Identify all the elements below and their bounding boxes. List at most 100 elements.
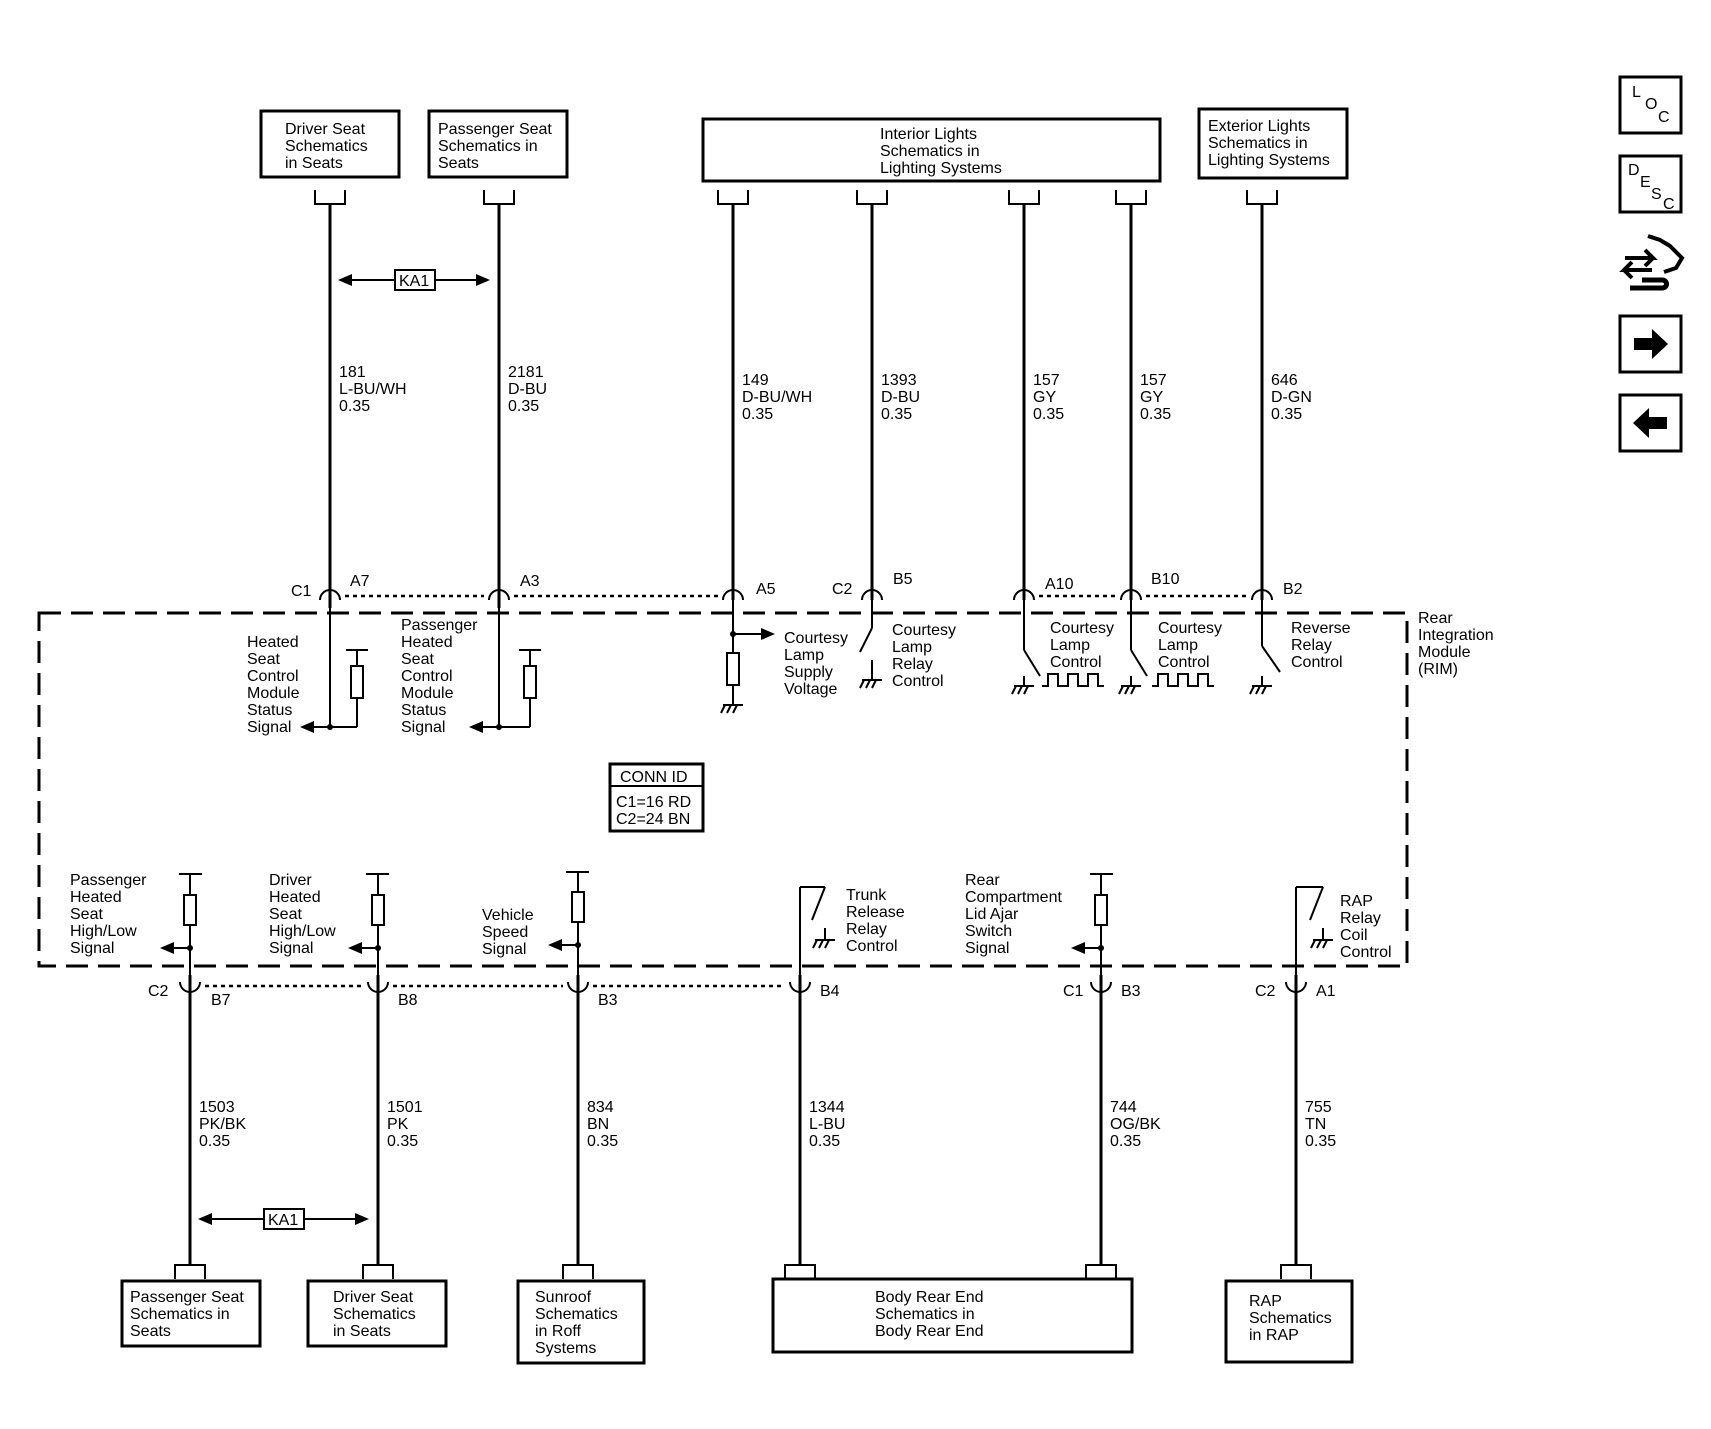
internal-157-b10-label: Courtesy Lamp Control — [1158, 620, 1222, 671]
bottom-pin-labels: C2 B7 B8 B3 B4 C1 B3 C2 A1 — [148, 983, 1336, 1009]
internal-181-pullup — [300, 608, 368, 733]
svg-text:Schematics: Schematics — [535, 1306, 618, 1323]
svg-text:Body Rear End: Body Rear End — [875, 1323, 984, 1340]
top-wires — [328, 204, 1264, 608]
svg-text:PK/BK: PK/BK — [199, 1116, 246, 1133]
internal-157-a10-pwm — [1011, 600, 1104, 695]
desc-button[interactable]: D E S C — [1618, 154, 1683, 214]
svg-text:Control: Control — [1340, 944, 1392, 961]
svg-text:B3: B3 — [598, 992, 618, 1009]
svg-text:Control: Control — [1291, 654, 1343, 671]
svg-text:1344: 1344 — [809, 1099, 845, 1116]
svg-text:0.35: 0.35 — [881, 406, 912, 423]
internal-646-label: Reverse Relay Control — [1291, 620, 1351, 671]
top-wire-label-157-a10: 157 GY 0.35 — [1033, 372, 1064, 423]
svg-text:Reverse: Reverse — [1291, 620, 1351, 637]
svg-text:Seat: Seat — [269, 906, 302, 923]
svg-text:Driver Seat: Driver Seat — [333, 1289, 414, 1306]
svg-text:Heated: Heated — [401, 634, 453, 651]
bottom-wires — [188, 975, 1298, 1265]
svg-text:A7: A7 — [350, 573, 370, 590]
ka1-marker-top: KA1 — [338, 269, 490, 291]
bottom-wire-label-1503: 1503 PK/BK 0.35 — [199, 1099, 246, 1150]
svg-text:Control: Control — [1050, 654, 1102, 671]
svg-text:Seats: Seats — [438, 155, 479, 172]
svg-text:Heated: Heated — [247, 634, 299, 651]
svg-text:Relay: Relay — [846, 921, 887, 938]
svg-text:0.35: 0.35 — [1110, 1133, 1141, 1150]
svg-text:Seats: Seats — [130, 1323, 171, 1340]
top-wire-label-2181: 2181 D-BU 0.35 — [508, 364, 547, 415]
top-connector-pins — [319, 589, 1273, 601]
internal-1501-label: Driver Heated Seat High/Low Signal — [269, 872, 336, 957]
bottom-box-sunroof: Sunroof Schematics in Roff Systems — [516, 1279, 646, 1365]
top-connector-stubs — [314, 190, 1278, 205]
svg-text:C2: C2 — [1255, 983, 1276, 1000]
svg-text:Control: Control — [247, 668, 299, 685]
internal-2181-label: Passenger Heated Seat Control Module Sta… — [401, 617, 478, 736]
svg-text:Signal: Signal — [401, 719, 445, 736]
svg-text:High/Low: High/Low — [70, 923, 137, 940]
svg-text:A1: A1 — [1316, 983, 1336, 1000]
bottom-connector-stubs — [174, 1264, 1312, 1279]
svg-text:Systems: Systems — [535, 1340, 596, 1357]
svg-text:Lamp: Lamp — [784, 647, 824, 664]
svg-text:Schematics: Schematics — [1249, 1310, 1332, 1327]
loc-button[interactable]: L O C — [1618, 75, 1683, 135]
svg-text:Speed: Speed — [482, 924, 528, 941]
prev-arrow-button[interactable] — [1618, 393, 1683, 453]
svg-text:Seat: Seat — [247, 651, 280, 668]
repair-tools-icon[interactable] — [1619, 234, 1685, 291]
internal-1503-pullup — [160, 873, 202, 975]
svg-text:0.35: 0.35 — [1033, 406, 1064, 423]
svg-text:GY: GY — [1033, 389, 1056, 406]
svg-text:0.35: 0.35 — [1271, 406, 1302, 423]
bottom-wire-label-755: 755 TN 0.35 — [1305, 1099, 1336, 1150]
svg-text:Lighting Systems: Lighting Systems — [1208, 152, 1330, 169]
svg-text:Schematics in: Schematics in — [880, 143, 980, 160]
svg-text:Rear: Rear — [1418, 610, 1453, 627]
svg-text:A3: A3 — [520, 573, 540, 590]
svg-text:D: D — [1628, 162, 1640, 179]
internal-646-switch — [1249, 600, 1281, 695]
svg-text:Passenger Seat: Passenger Seat — [130, 1289, 244, 1306]
svg-text:Signal: Signal — [482, 941, 526, 958]
svg-text:Heated: Heated — [269, 889, 321, 906]
svg-text:Vehicle: Vehicle — [482, 907, 534, 924]
svg-text:149: 149 — [742, 372, 769, 389]
svg-text:in Seats: in Seats — [285, 155, 343, 172]
svg-text:1503: 1503 — [199, 1099, 235, 1116]
svg-text:Voltage: Voltage — [784, 681, 837, 698]
svg-text:A5: A5 — [756, 581, 776, 598]
svg-text:High/Low: High/Low — [269, 923, 336, 940]
top-box-passenger-seat: Passenger Seat Schematics in Seats — [427, 109, 569, 179]
svg-text:834: 834 — [587, 1099, 614, 1116]
svg-text:Lamp: Lamp — [892, 639, 932, 656]
svg-text:Schematics in: Schematics in — [130, 1306, 230, 1323]
left-arrow-icon — [1633, 408, 1667, 438]
svg-text:Compartment: Compartment — [965, 889, 1062, 906]
internal-834-label: Vehicle Speed Signal — [482, 907, 534, 958]
svg-text:E: E — [1640, 174, 1651, 191]
svg-text:B2: B2 — [1283, 581, 1303, 598]
top-box-exterior-lights: Exterior Lights Schematics in Lighting S… — [1197, 107, 1349, 180]
bottom-box-driver-seat: Driver Seat Schematics in Seats — [306, 1279, 448, 1348]
svg-text:in RAP: in RAP — [1249, 1327, 1299, 1344]
svg-text:Signal: Signal — [965, 940, 1009, 957]
svg-text:D-GN: D-GN — [1271, 389, 1312, 406]
svg-text:B8: B8 — [398, 992, 418, 1009]
next-arrow-button[interactable] — [1618, 314, 1683, 374]
bottom-box-rap: RAP Schematics in RAP — [1224, 1279, 1354, 1364]
svg-text:A10: A10 — [1045, 576, 1074, 593]
internal-744-pullup — [1071, 873, 1113, 975]
internal-1344-label: Trunk Release Relay Control — [846, 887, 905, 955]
svg-text:KA1: KA1 — [399, 273, 429, 290]
svg-text:Schematics in: Schematics in — [438, 138, 538, 155]
internal-1503-label: Passenger Heated Seat High/Low Signal — [70, 872, 147, 957]
ka1-marker-bottom: KA1 — [198, 1208, 369, 1230]
bottom-wire-label-834: 834 BN 0.35 — [587, 1099, 618, 1150]
svg-text:B7: B7 — [211, 992, 231, 1009]
svg-text:Courtesy: Courtesy — [1050, 620, 1114, 637]
svg-text:Passenger: Passenger — [401, 617, 478, 634]
